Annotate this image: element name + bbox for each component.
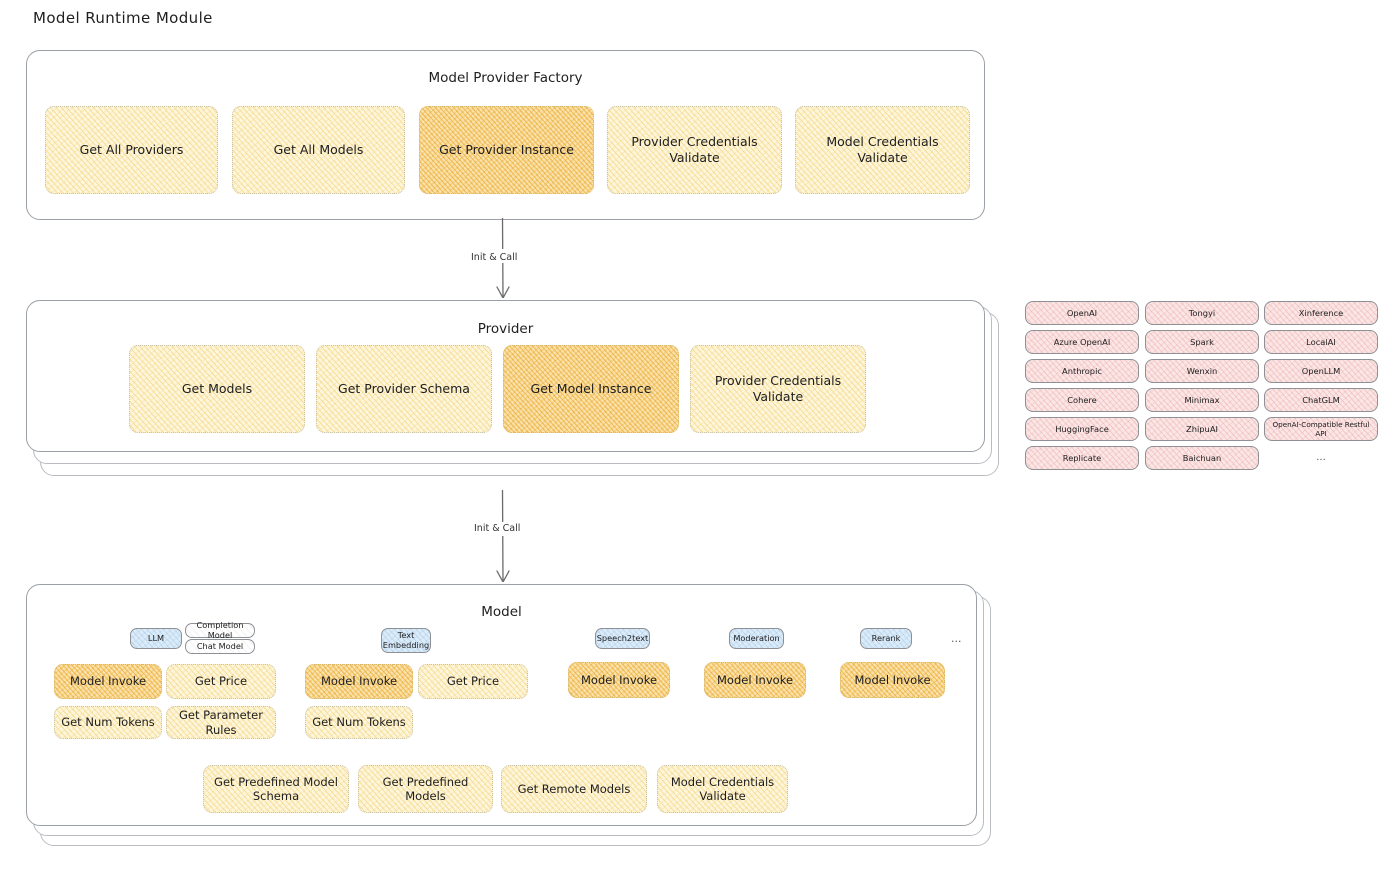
provider-tag-localai[interactable]: LocalAI <box>1264 330 1378 354</box>
provider-tag-openai-compatible-restful-api[interactable]: OpenAI-Compatible Restful API <box>1264 417 1378 441</box>
model-node-text-embedding-get-num-tokens[interactable]: Get Num Tokens <box>305 706 413 739</box>
model-badge-rerank[interactable]: Rerank <box>860 628 912 649</box>
provider-tag-cohere[interactable]: Cohere <box>1025 388 1139 412</box>
model-node-get-remote-models[interactable]: Get Remote Models <box>501 765 647 813</box>
model-sub-badge-completion-model[interactable]: Completion Model <box>185 620 255 639</box>
factory-node-get-all-providers[interactable]: Get All Providers <box>45 106 218 194</box>
page-title: Model Runtime Module <box>33 9 213 27</box>
model-node-llm-get-num-tokens[interactable]: Get Num Tokens <box>54 706 162 739</box>
provider-node-get-model-instance[interactable]: Get Model Instance <box>503 345 679 433</box>
model-badge-llm[interactable]: LLM <box>130 628 182 649</box>
provider-tag-baichuan[interactable]: Baichuan <box>1145 446 1259 470</box>
model-node-get-predefined-models[interactable]: Get Predefined Models <box>358 765 493 813</box>
model-badge-speech2text[interactable]: Speech2text <box>595 628 650 649</box>
model-node-llm-model-invoke[interactable]: Model Invoke <box>54 664 162 699</box>
factory-node-model-credentials-validate[interactable]: Model Credentials Validate <box>795 106 970 194</box>
provider-tag-minimax[interactable]: Minimax <box>1145 388 1259 412</box>
provider-tag-openai[interactable]: OpenAI <box>1025 301 1139 325</box>
model-provider-factory-title: Model Provider Factory <box>428 70 583 86</box>
provider-tag-zhipuai[interactable]: ZhipuAI <box>1145 417 1259 441</box>
provider-tag-spark[interactable]: Spark <box>1145 330 1259 354</box>
provider-tag-azure-openai[interactable]: Azure OpenAI <box>1025 330 1139 354</box>
model-node-model-credentials-validate[interactable]: Model Credentials Validate <box>657 765 788 813</box>
provider-node-get-provider-schema[interactable]: Get Provider Schema <box>316 345 492 433</box>
model-node-llm-get-price[interactable]: Get Price <box>166 664 276 699</box>
model-node-llm-get-parameter-rules[interactable]: Get Parameter Rules <box>166 706 276 739</box>
provider-tag-openllm[interactable]: OpenLLM <box>1264 359 1378 383</box>
provider-node-provider-credentials-validate[interactable]: Provider Credentials Validate <box>690 345 866 433</box>
factory-node-get-provider-instance[interactable]: Get Provider Instance <box>419 106 594 194</box>
provider-list-more: ... <box>1316 452 1326 463</box>
model-node-speech2text-model-invoke[interactable]: Model Invoke <box>568 662 670 698</box>
model-title: Model <box>481 604 522 620</box>
arrow-provider-to-model <box>488 490 520 582</box>
model-groups-more: ... <box>951 632 962 645</box>
model-node-get-predefined-model-schema[interactable]: Get Predefined Model Schema <box>203 765 349 813</box>
model-node-moderation-model-invoke[interactable]: Model Invoke <box>704 662 806 698</box>
provider-tag-replicate[interactable]: Replicate <box>1025 446 1139 470</box>
factory-node-get-all-models[interactable]: Get All Models <box>232 106 405 194</box>
arrow-factory-to-provider <box>488 218 520 298</box>
provider-title: Provider <box>477 321 534 337</box>
arrow-label-init-and-call-1: Init & Call <box>471 252 518 263</box>
model-badge-moderation[interactable]: Moderation <box>729 628 784 649</box>
model-node-text-embedding-model-invoke[interactable]: Model Invoke <box>305 664 413 699</box>
provider-tag-anthropic[interactable]: Anthropic <box>1025 359 1139 383</box>
provider-tag-tongyi[interactable]: Tongyi <box>1145 301 1259 325</box>
provider-tag-huggingface[interactable]: HuggingFace <box>1025 417 1139 441</box>
provider-tag-chatglm[interactable]: ChatGLM <box>1264 388 1378 412</box>
model-sub-badge-chat-model[interactable]: Chat Model <box>185 639 255 654</box>
provider-tag-wenxin[interactable]: Wenxin <box>1145 359 1259 383</box>
arrow-label-init-and-call-2: Init & Call <box>474 523 521 534</box>
factory-node-provider-credentials-validate[interactable]: Provider Credentials Validate <box>607 106 782 194</box>
model-node-rerank-model-invoke[interactable]: Model Invoke <box>840 662 945 698</box>
model-node-text-embedding-get-price[interactable]: Get Price <box>418 664 528 699</box>
model-badge-text-embedding[interactable]: Text Embedding <box>381 628 431 653</box>
provider-node-get-models[interactable]: Get Models <box>129 345 305 433</box>
provider-tag-xinference[interactable]: Xinference <box>1264 301 1378 325</box>
